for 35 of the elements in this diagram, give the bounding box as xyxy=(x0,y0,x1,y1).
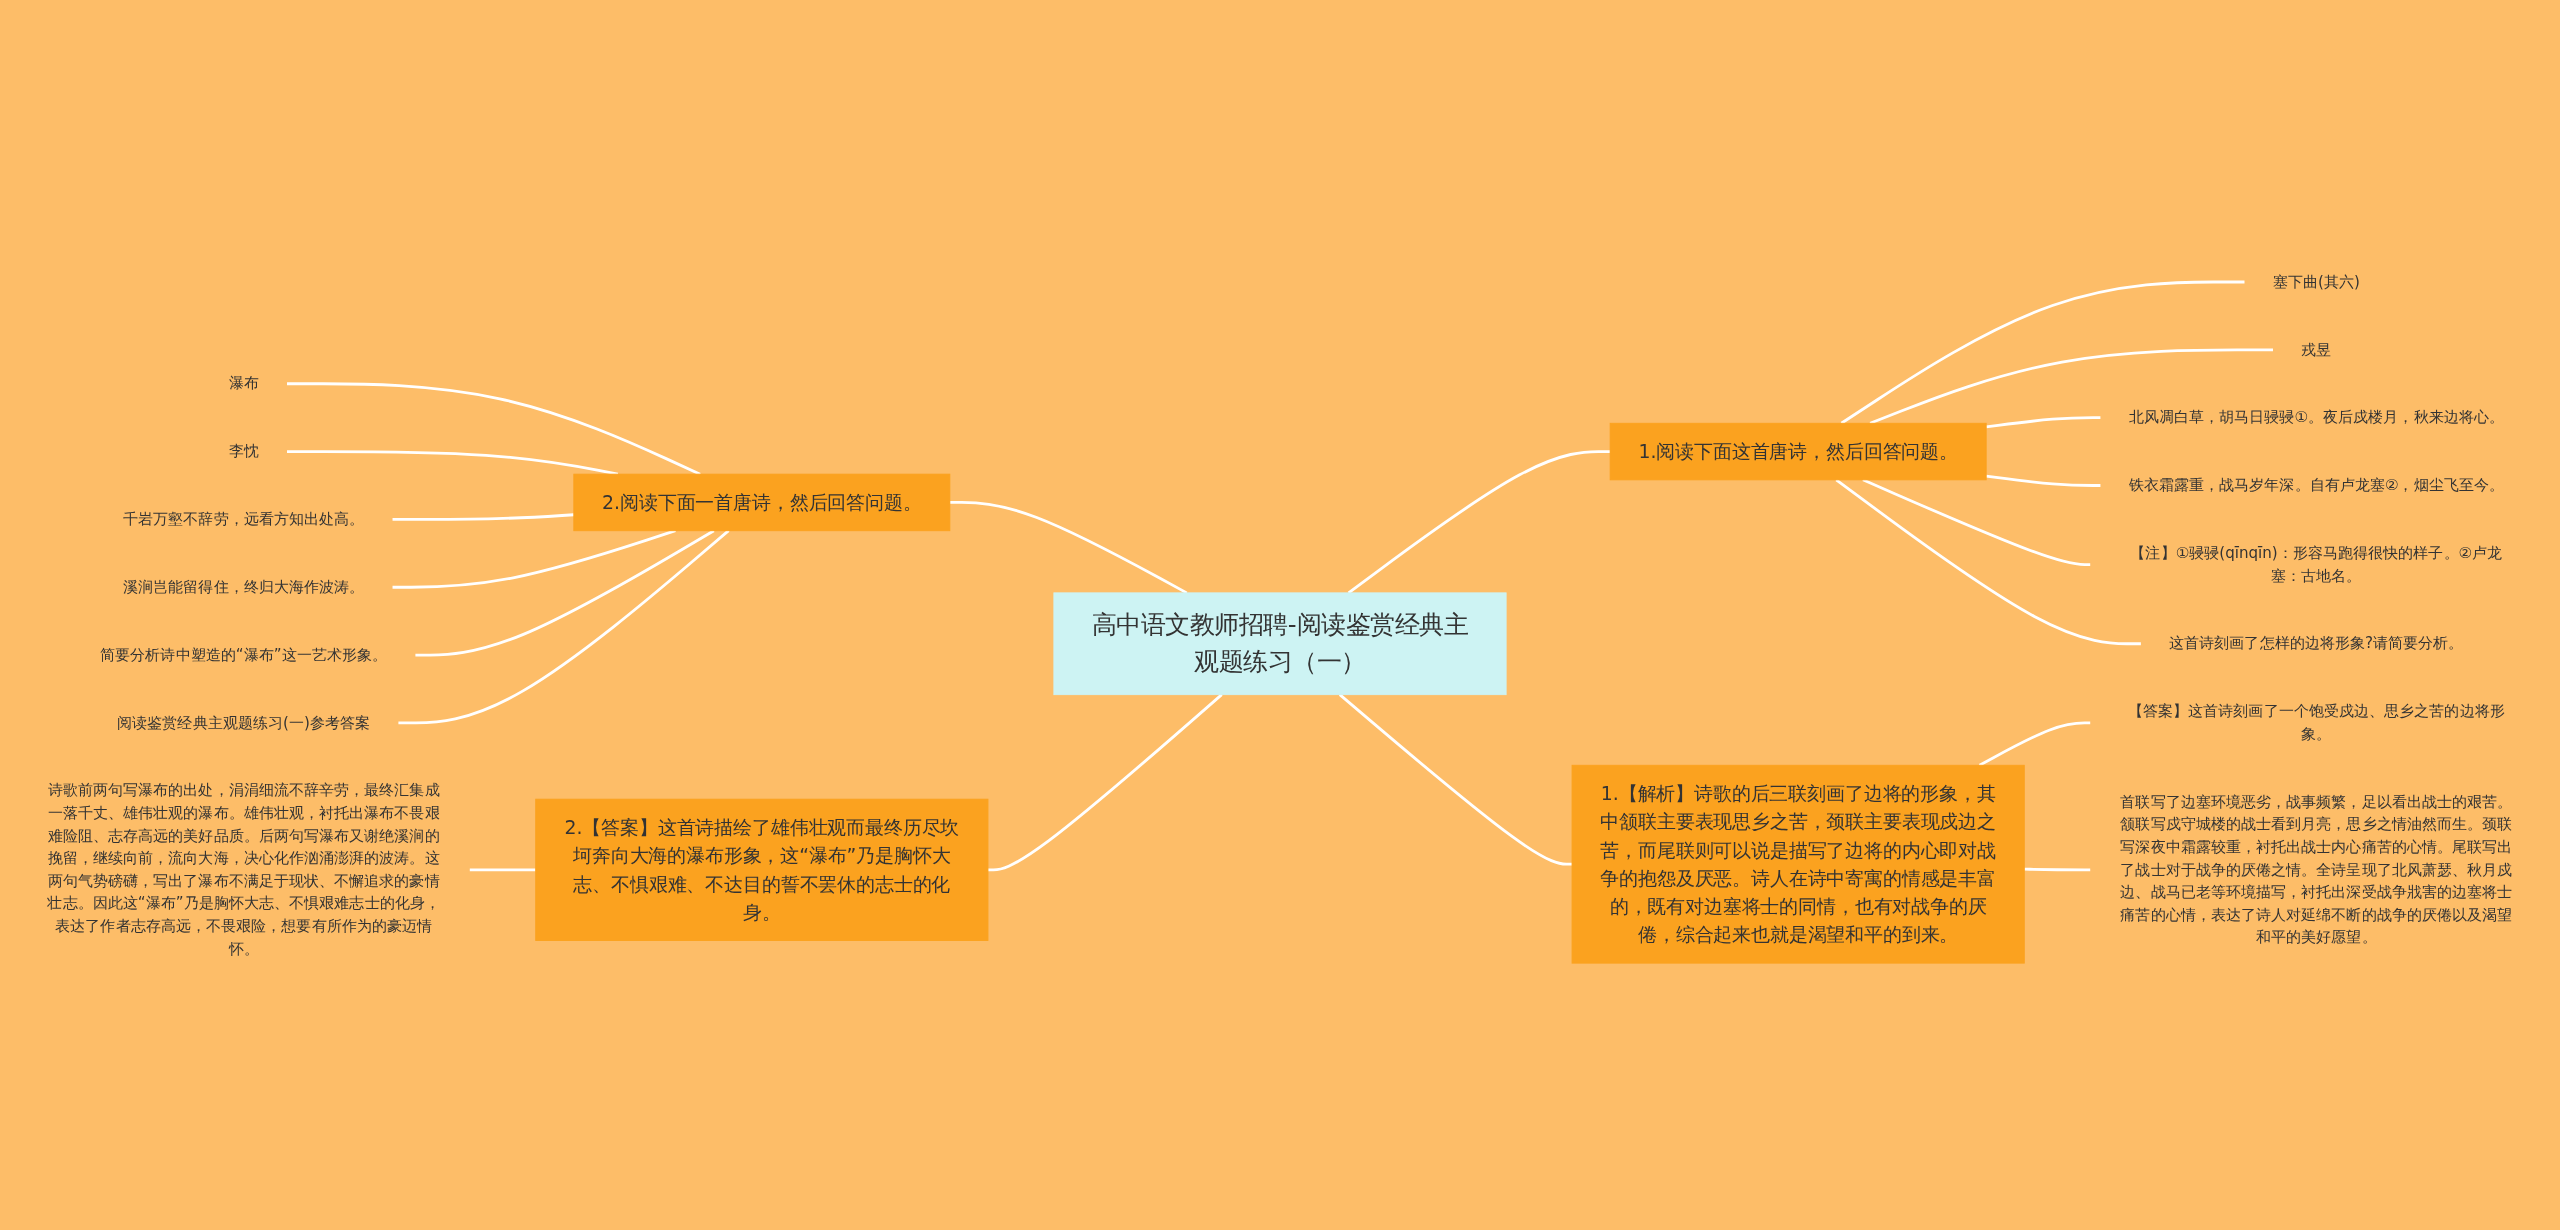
connector xyxy=(1347,449,1611,594)
connector xyxy=(287,381,701,475)
node-text: 诗歌前两句写瀑布的出处，涓涓细流不辞辛劳，最终汇集成一落千丈、雄伟壮观的瀑布。雄伟壮观，衬托出瀑布不畏艰难险阻、志存高远的美好品质。后两句写瀑布又谢绝溪涧的挽留，继续向前，流向大海，决心化作汹涌澎湃的波涛。这两句气势磅礴，写出了瀑布不满足于现状、不懈追求的豪情壮志。因此这“瀑布”乃是胸怀大志、不惧艰难志士的化身，表达了作者志存高远，不畏艰险，想要有所作为的豪迈情怀。 xyxy=(47,780,440,957)
connector xyxy=(2024,867,2091,871)
node-box: 1.【解析】诗歌的后三联刻画了边将的形象，其中颔联主要表现思乡之苦，颈联主要表现戍边之苦，而尾联则可以说是描写了边将的内心即对战争的抱怨及厌恶。诗人在诗中寄寓的情感是丰富的，既有对边塞将士的同情，也有对战争的厌倦，综合起来也就是渴望和平的到来。 xyxy=(1571,764,2025,964)
node-text: 这首诗刻画了怎样的边将形象?请简要分析。 xyxy=(2169,633,2464,652)
connector xyxy=(469,867,536,871)
connector xyxy=(1862,478,2091,566)
node-text: 千岩万壑不辞劳，远看方知出处高。 xyxy=(123,509,365,528)
connector xyxy=(415,529,715,656)
connector xyxy=(1338,693,1573,866)
node-text: 铁衣霜露重，战马岁年深。自有卢龙塞②，烟尘飞至今。 xyxy=(2128,475,2504,494)
node-text: 阅读鉴赏经典主观题练习(一)参考答案 xyxy=(117,712,371,731)
node-text: 【注】①骎骎(qīnqīn)：形容马跑得很快的样子。②卢龙塞：古地名。 xyxy=(2130,543,2503,584)
connector xyxy=(392,512,574,521)
node-box: 2.【答案】这首诗描绘了雄伟壮观而最终历尽坎坷奔向大海的瀑布形象，这“瀑布”乃是胸怀大志、不惧艰难、不达目的誓不罢休的志士的化身。 xyxy=(535,798,989,941)
node-text: 【答案】这首诗刻画了一个饱受戍边、思乡之苦的边将形象。 xyxy=(2127,701,2505,743)
node-text: 溪涧岂能留得住，终归大海作波涛。 xyxy=(123,577,365,596)
node-box: 1.阅读下面这首唐诗，然后回答问题。 xyxy=(1609,422,1987,480)
node-text: 瀑布 xyxy=(228,373,259,392)
connector xyxy=(949,500,1188,594)
node-text: 首联写了边塞环境恶劣，战事频繁，足以看出战士的艰苦。颔联写戍守城楼的战士看到月亮，思乡之情油然而生。颈联写深夜中霜露较重，衬托出战士内心痛苦的心情。尾联写出了战士对于战争的厌倦之情。全诗呈现了北风萧瑟、秋月戍边、战马已老等环境描写，衬托出深受战争戕害的边塞将士痛苦的心情，表达了诗人对延绵不断的战争的厌倦以及渴望和平的美好愿望。 xyxy=(2120,792,2513,946)
node-text: 李忱 xyxy=(228,441,259,460)
connector xyxy=(1985,474,2101,487)
node-text: 北风凋白草，胡马日骎骎①。夜后戍楼月，秋来边将心。 xyxy=(2128,407,2504,426)
connector xyxy=(987,693,1223,871)
node-text: 塞下曲(其六) xyxy=(2272,272,2360,290)
connector xyxy=(1985,415,2101,428)
connector xyxy=(1840,280,2245,424)
node-box: 高中语文教师招聘-阅读鉴赏经典主观题练习（一） xyxy=(1053,591,1507,695)
node-text: 戎昱 xyxy=(2301,339,2332,358)
connector xyxy=(1835,478,2141,645)
connector xyxy=(398,529,730,724)
node-box: 2.阅读下面一首唐诗，然后回答问题。 xyxy=(573,473,951,531)
node-text: 简要分析诗中塑造的“瀑布”这一艺术形象。 xyxy=(100,645,388,664)
